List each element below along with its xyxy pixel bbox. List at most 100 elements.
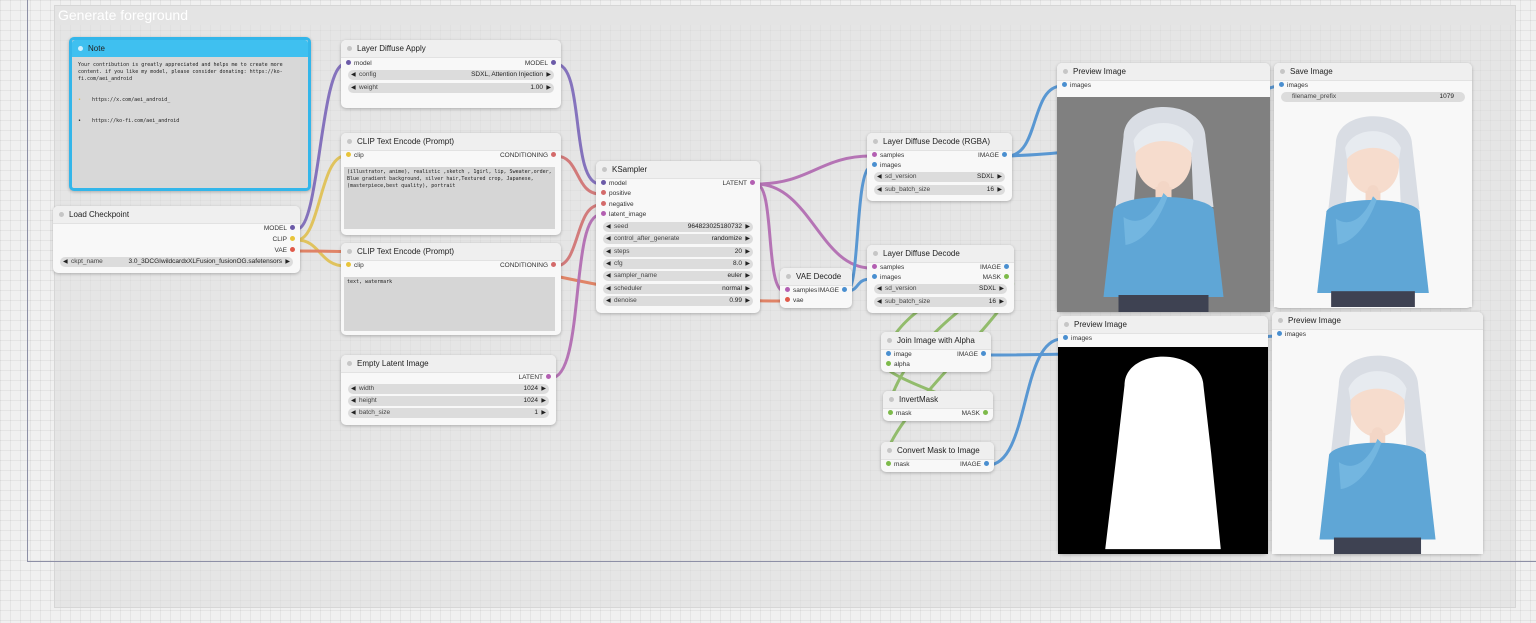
socket-icon[interactable]: [601, 189, 606, 195]
collapse-dot-icon[interactable]: [889, 397, 894, 402]
node-header[interactable]: Preview Image: [1057, 63, 1270, 81]
node-preview-image-joined[interactable]: Preview Image images: [1272, 312, 1483, 554]
node-join-image-with-alpha[interactable]: Join Image with Alpha image IMAGE alpha: [881, 332, 991, 372]
node-load-checkpoint[interactable]: Load Checkpoint MODEL CLIP VAE ◀ckpt_nam…: [53, 206, 300, 273]
node-header[interactable]: KSampler: [596, 161, 760, 179]
socket-icon[interactable]: [346, 261, 351, 267]
input-samples[interactable]: samples: [869, 151, 904, 160]
socket-icon[interactable]: [1277, 330, 1282, 336]
collapse-dot-icon[interactable]: [602, 167, 607, 172]
socket-icon[interactable]: [290, 246, 295, 252]
note-text-area[interactable]: Your contribution is greatly appreciated…: [75, 60, 305, 185]
input-positive[interactable]: positive: [598, 189, 631, 198]
note-link-2[interactable]: •https://ko-fi.com/aei_android: [78, 118, 180, 124]
node-header[interactable]: InvertMask: [883, 391, 993, 409]
node-preview-image-mask[interactable]: Preview Image images: [1058, 316, 1268, 554]
input-image[interactable]: image: [883, 350, 912, 359]
input-clip[interactable]: clip: [343, 261, 364, 270]
socket-icon[interactable]: [290, 235, 295, 241]
output-conditioning[interactable]: CONDITIONING: [500, 261, 559, 270]
socket-icon[interactable]: [601, 210, 606, 216]
node-header[interactable]: Layer Diffuse Apply: [341, 40, 561, 58]
output-model[interactable]: MODEL: [525, 59, 559, 68]
collapse-dot-icon[interactable]: [1064, 322, 1069, 327]
socket-icon[interactable]: [551, 59, 556, 65]
socket-icon[interactable]: [601, 200, 606, 206]
input-vae[interactable]: vae: [782, 296, 803, 305]
joined-preview-image[interactable]: [1272, 346, 1483, 554]
collapse-dot-icon[interactable]: [347, 249, 352, 254]
output-image[interactable]: IMAGE: [818, 286, 850, 295]
input-images[interactable]: images: [1059, 81, 1091, 90]
input-clip[interactable]: clip: [343, 151, 364, 160]
socket-icon[interactable]: [290, 224, 295, 230]
input-mask[interactable]: mask: [885, 409, 912, 418]
node-clip-text-encode-positive[interactable]: CLIP Text Encode (Prompt) clip CONDITION…: [341, 133, 561, 235]
prompt-textarea[interactable]: text, watermark: [344, 277, 555, 331]
node-header[interactable]: CLIP Text Encode (Prompt): [341, 243, 561, 261]
socket-icon[interactable]: [872, 263, 877, 269]
collapse-dot-icon[interactable]: [1063, 69, 1068, 74]
collapse-dot-icon[interactable]: [347, 46, 352, 51]
output-mask[interactable]: MASK: [983, 273, 1012, 282]
node-preview-image-rgba[interactable]: Preview Image images: [1057, 63, 1270, 312]
node-clip-text-encode-negative[interactable]: CLIP Text Encode (Prompt) clip CONDITION…: [341, 243, 561, 335]
input-images[interactable]: images: [1274, 330, 1306, 339]
input-images[interactable]: images: [1276, 81, 1308, 90]
socket-icon[interactable]: [981, 350, 986, 356]
node-header[interactable]: Empty Latent Image: [341, 355, 556, 373]
collapse-dot-icon[interactable]: [786, 274, 791, 279]
socket-icon[interactable]: [601, 179, 606, 185]
output-conditioning[interactable]: CONDITIONING: [500, 151, 559, 160]
node-header[interactable]: Convert Mask to Image: [881, 442, 994, 460]
node-header[interactable]: Load Checkpoint: [53, 206, 300, 224]
socket-icon[interactable]: [1004, 273, 1009, 279]
input-samples[interactable]: samples: [869, 263, 904, 272]
socket-icon[interactable]: [1004, 263, 1009, 269]
socket-icon[interactable]: [872, 273, 877, 279]
socket-icon[interactable]: [872, 151, 877, 157]
node-header[interactable]: Join Image with Alpha: [881, 332, 991, 350]
socket-icon[interactable]: [1002, 151, 1007, 157]
collapse-dot-icon[interactable]: [59, 212, 64, 217]
input-samples[interactable]: samples: [782, 286, 817, 295]
output-vae[interactable]: VAE: [274, 246, 298, 255]
collapse-dot-icon[interactable]: [347, 139, 352, 144]
collapse-dot-icon[interactable]: [347, 361, 352, 366]
collapse-dot-icon[interactable]: [887, 448, 892, 453]
node-layer-diffuse-decode-rgba[interactable]: Layer Diffuse Decode (RGBA) samples IMAG…: [867, 133, 1012, 201]
node-header[interactable]: CLIP Text Encode (Prompt): [341, 133, 561, 151]
socket-icon[interactable]: [546, 373, 551, 379]
collapse-dot-icon[interactable]: [1280, 69, 1285, 74]
socket-icon[interactable]: [1063, 334, 1068, 340]
collapse-dot-icon[interactable]: [78, 46, 83, 51]
prompt-textarea[interactable]: (illustrator, anime), realistic ,sketch …: [344, 167, 555, 229]
input-images[interactable]: images: [869, 161, 901, 170]
note-header[interactable]: Note: [72, 40, 308, 57]
output-latent[interactable]: LATENT: [519, 373, 554, 382]
socket-icon[interactable]: [1062, 81, 1067, 87]
note-link-1[interactable]: •https://x.com/aei_android_: [78, 97, 171, 103]
input-images[interactable]: images: [1060, 334, 1092, 343]
collapse-dot-icon[interactable]: [887, 338, 892, 343]
input-mask[interactable]: mask: [883, 460, 910, 469]
socket-icon[interactable]: [785, 296, 790, 302]
socket-icon[interactable]: [983, 409, 988, 415]
socket-icon[interactable]: [984, 460, 989, 466]
node-header[interactable]: Layer Diffuse Decode: [867, 245, 1014, 263]
socket-icon[interactable]: [886, 460, 891, 466]
output-image[interactable]: IMAGE: [978, 151, 1010, 160]
socket-icon[interactable]: [888, 409, 893, 415]
